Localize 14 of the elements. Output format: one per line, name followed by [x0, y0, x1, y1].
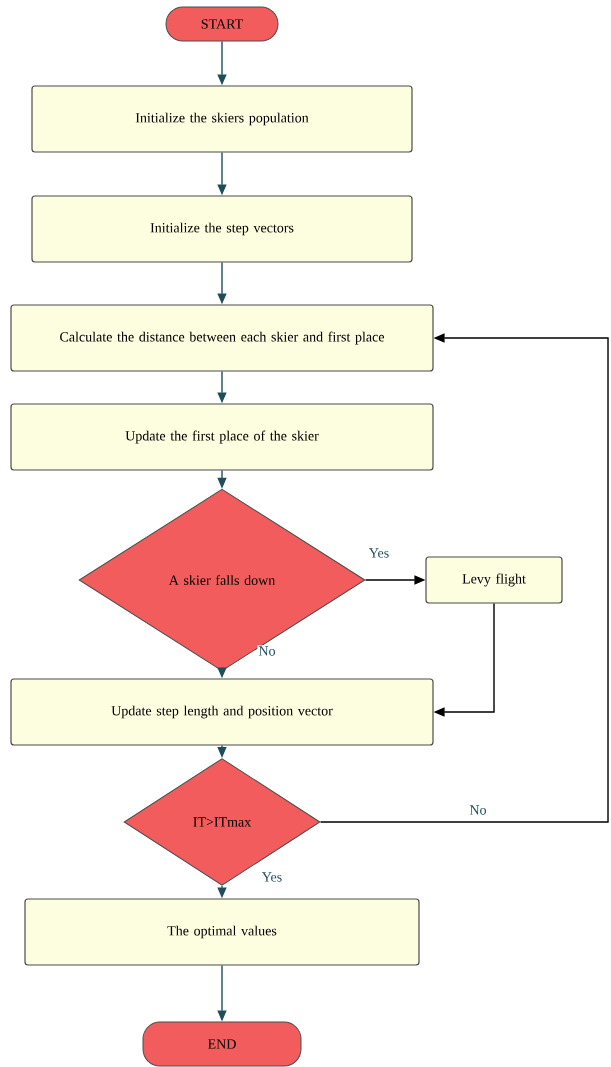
process-box: Calculate the distance between each skier and first place [10, 304, 434, 372]
process-box: Update the first place of the skier [10, 403, 434, 471]
terminal-pill: START [165, 6, 279, 42]
terminal-pill: END [142, 1021, 302, 1067]
edge-label: Yes [260, 871, 284, 883]
process-box: Levy flight [425, 556, 563, 604]
edge-label: No [468, 804, 488, 816]
process-box: Initialize the skiers population [31, 85, 413, 153]
arrow [319, 333, 609, 823]
edge-label: Yes [367, 547, 391, 559]
process-box: Initialize the step vectors [31, 195, 413, 263]
process-box: Update step length and position vector [10, 678, 434, 746]
edge-label: No [257, 645, 277, 657]
process-box: The optimal values [24, 898, 420, 966]
